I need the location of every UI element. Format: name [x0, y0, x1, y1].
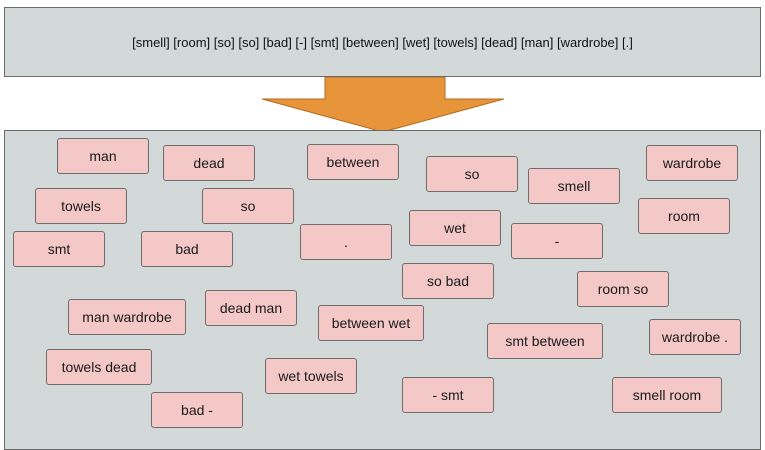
token-box: man wardrobe: [68, 299, 186, 335]
input-sentence-text: [smell] [room] [so] [so] [bad] [-] [smt]…: [132, 34, 633, 50]
token-box: wet: [409, 210, 501, 246]
token-box: wardrobe .: [649, 319, 741, 355]
token-box: so: [426, 156, 518, 192]
token-box: between wet: [318, 305, 424, 341]
token-box: room so: [577, 271, 669, 307]
token-box: smell room: [612, 377, 722, 413]
token-box: smell: [528, 168, 620, 204]
token-box: man: [57, 138, 149, 174]
token-box: towels dead: [46, 349, 152, 385]
token-box: dead: [163, 145, 255, 181]
token-box: dead man: [205, 290, 297, 326]
input-sentence-box: [smell] [room] [so] [so] [bad] [-] [smt]…: [4, 7, 761, 77]
token-box: smt: [13, 231, 105, 267]
token-box: between: [307, 144, 399, 180]
token-box: bad -: [151, 392, 243, 428]
token-box: room: [638, 198, 730, 234]
token-box: so bad: [402, 263, 494, 299]
token-box: towels: [35, 188, 127, 224]
down-arrow-icon: [262, 77, 504, 132]
token-box: wardrobe: [646, 145, 738, 181]
token-box: smt between: [487, 323, 603, 359]
token-box: bad: [141, 231, 233, 267]
token-box: so: [202, 188, 294, 224]
token-box: .: [300, 224, 392, 260]
token-box: -: [511, 223, 603, 259]
token-box: - smt: [402, 377, 494, 413]
token-box: wet towels: [265, 358, 357, 394]
token-panel: man dead between so smell wardrobe towel…: [4, 130, 761, 450]
